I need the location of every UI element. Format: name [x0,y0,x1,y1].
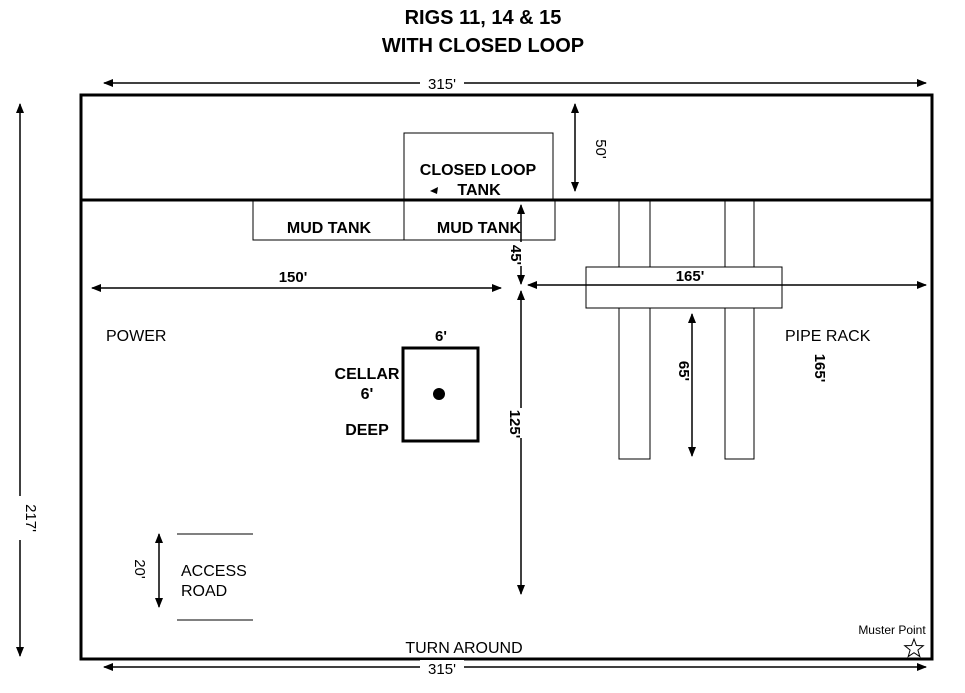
muster-point-star-icon [903,637,925,658]
left-height-label-bg [10,496,30,540]
cellar-box [401,346,480,443]
cellar-label-3: DEEP [345,422,389,439]
title-line-1: RIGS 11, 14 & 15 [405,7,562,29]
closed-loop-tank-box [403,132,554,201]
bottom-width-label: 315' [428,661,456,678]
title-line-2: WITH CLOSED LOOP [382,35,584,57]
pipe-rack-label: PIPE RACK [785,328,871,345]
closed-loop-pointer-icon [430,187,438,194]
pipe-rack-leg-left [618,199,651,460]
wellbore-dot-icon [433,388,445,400]
cellar-label-2: 6' [361,386,374,403]
cellar-width-label: 6' [435,328,447,345]
pipe-rack-leg-right [724,199,755,460]
center-to-bottom-label-bg [508,408,522,438]
cellar-label-1: CELLAR [335,366,400,383]
muster-point-label: Muster Point [858,623,926,637]
left-distance-label: 150' [279,269,308,286]
mud-tank-offset-label: 45' [507,245,524,265]
mud-tank-offset-label-bg [508,242,522,266]
mud-tank-right-label: MUD TANK [437,220,522,237]
access-road-label-2: ROAD [181,583,227,600]
closed-loop-tank-label-1: CLOSED LOOP [420,162,537,179]
center-to-bottom-label: 125' [506,410,523,439]
top-width-label: 315' [428,76,456,93]
right-distance-label: 165' [676,268,705,285]
turn-around-label: TURN AROUND [405,640,522,657]
access-road-width-label: 20' [131,559,148,579]
access-road-label-1: ACCESS [181,563,247,580]
closed-loop-tank-label-2: TANK [457,182,501,199]
left-height-label: 217' [22,504,39,532]
mud-tank-left-label: MUD TANK [287,220,372,237]
pipe-rack-length-label: 165' [811,354,828,383]
pad-boundary [79,93,934,661]
closed-loop-depth-label: 50' [592,139,609,159]
top-width-label-bg [420,74,464,92]
pipe-rack-depth-label: 65' [675,361,692,381]
power-label: POWER [106,328,166,345]
bottom-width-label-bg [420,660,464,676]
